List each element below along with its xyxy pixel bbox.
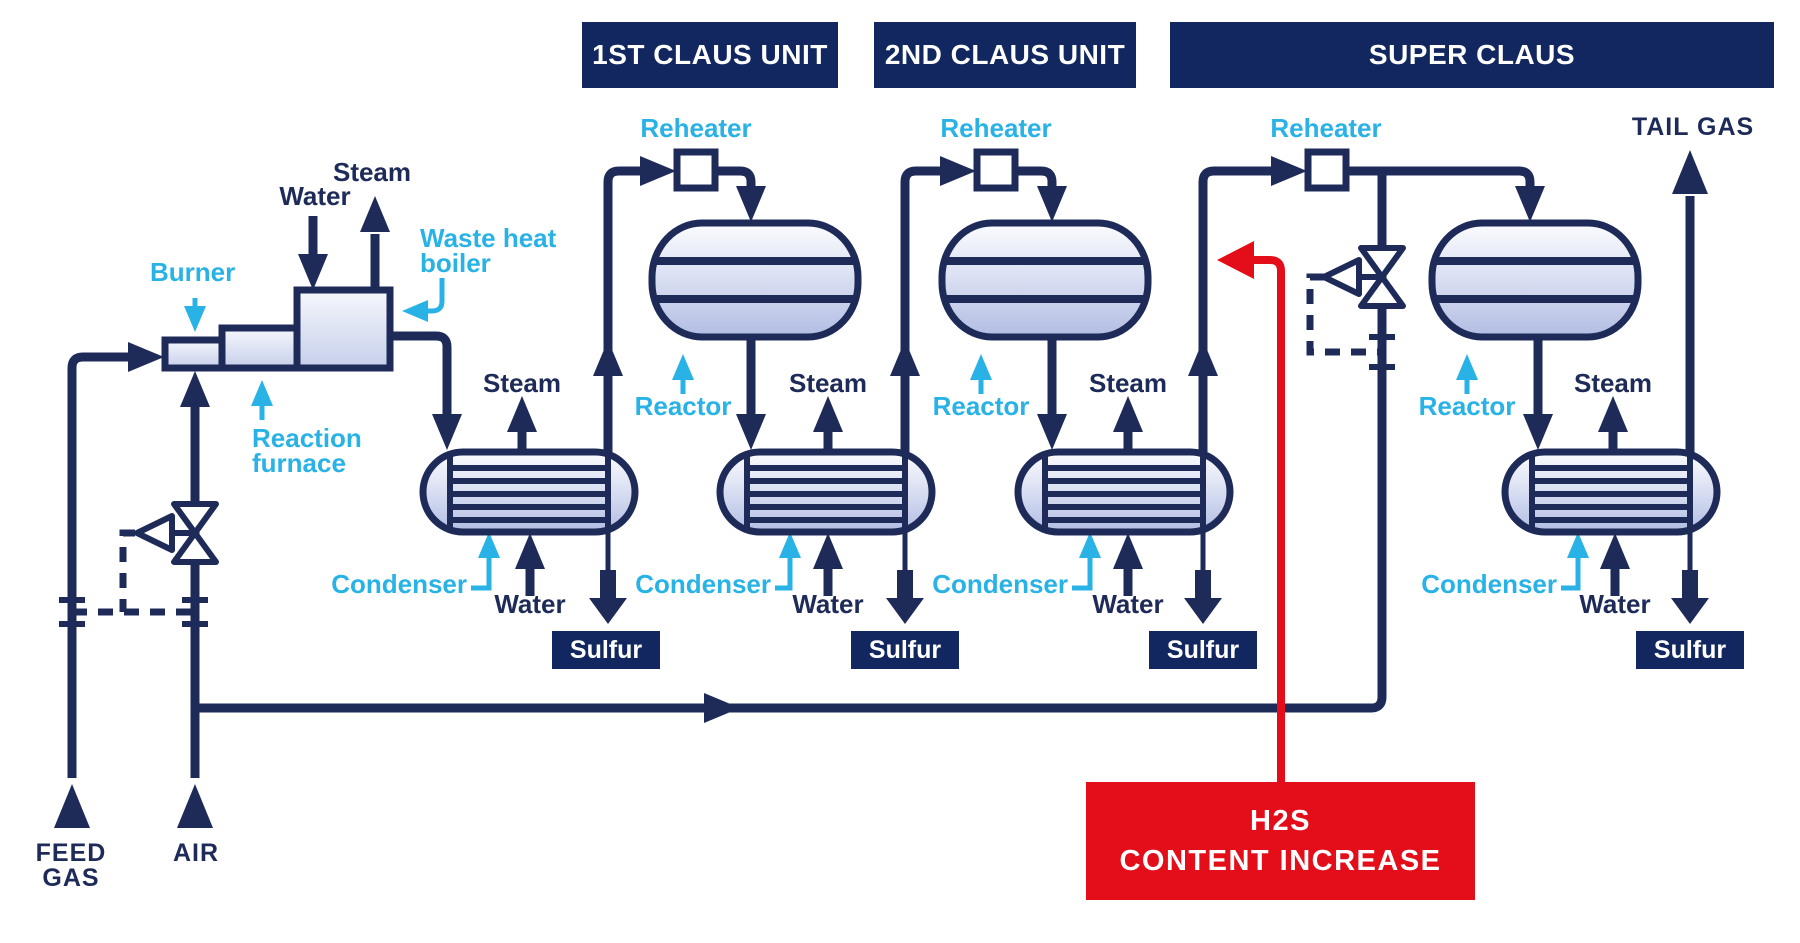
riser3-line xyxy=(1198,166,1272,452)
banner-2nd-claus-unit: 2ND CLAUS UNIT xyxy=(874,22,1136,88)
steam-label-c2: Steam xyxy=(788,368,868,398)
burner-vessel xyxy=(161,336,226,372)
waste-heat-boiler-label-line1: Waste heat xyxy=(420,223,557,253)
condenser-3-drum xyxy=(1018,452,1230,532)
water-label-c4: Water xyxy=(1579,589,1651,619)
feed-gas-line xyxy=(67,352,130,778)
reactor-3-drum xyxy=(1432,223,1638,337)
water-label-c2: Water xyxy=(792,589,864,619)
reactor-1-drum xyxy=(652,223,858,337)
reaction-furnace-label: Reaction furnace xyxy=(252,423,362,478)
burner-label: Burner xyxy=(150,257,236,287)
waste-heat-boiler-vessel xyxy=(293,286,394,372)
boiler-outlet-line xyxy=(390,331,452,416)
reheater2-outlet-line xyxy=(1015,166,1057,188)
reheater3-outlet-line xyxy=(1346,166,1535,188)
reheater-label-3: Reheater xyxy=(1270,113,1382,143)
reaction-furnace-vessel xyxy=(218,324,301,372)
tail-gas-label: TAIL GAS xyxy=(1631,113,1755,141)
reaction-furnace-label-line2: furnace xyxy=(252,448,346,478)
steam-label-c1: Steam xyxy=(482,368,562,398)
air-label: AIR xyxy=(172,839,220,867)
banner-super-claus: SUPER CLAUS xyxy=(1170,22,1774,88)
water-label-c3: Water xyxy=(1092,589,1164,619)
banner-1st-claus-unit: 1ST CLAUS UNIT xyxy=(582,22,838,88)
reactor-label-1: Reactor xyxy=(634,391,732,421)
h2s-content-increase-callout: H2S CONTENT INCREASE xyxy=(1086,782,1475,900)
boiler-water-label: Water xyxy=(279,181,351,211)
h2s-callout-line2: CONTENT INCREASE xyxy=(1119,845,1442,877)
reaction-furnace-label-line1: Reaction xyxy=(252,423,362,453)
reheater-label-1: Reheater xyxy=(640,113,752,143)
reactor-label-2: Reactor xyxy=(932,391,1030,421)
riser1-line xyxy=(603,166,642,452)
condenser-label-1: Condenser xyxy=(331,569,467,599)
reheater-label-2: Reheater xyxy=(940,113,1052,143)
reheater1-outlet-line xyxy=(715,166,756,188)
riser2-line xyxy=(900,166,942,452)
steam-label-c3: Steam xyxy=(1088,368,1168,398)
process-pipes xyxy=(67,166,1695,778)
waste-heat-boiler-label: Waste heat boiler xyxy=(420,223,557,278)
feed-gas-label-line1: FEED xyxy=(35,839,107,867)
sulfur-box-2: Sulfur xyxy=(851,631,959,669)
reactor-label-3: Reactor xyxy=(1418,391,1516,421)
reaction-furnace-assembly xyxy=(161,286,394,372)
boiler-steam-label: Steam xyxy=(332,157,412,187)
condenser-1-drum xyxy=(423,452,635,532)
condenser-2-drum xyxy=(720,452,932,532)
bypass-control-valve xyxy=(1324,248,1403,306)
h2s-increase-pointer xyxy=(1217,241,1285,784)
feed-gas-label-line2: GAS xyxy=(42,864,100,892)
condenser-label-3: Condenser xyxy=(932,569,1068,599)
h2s-callout-line1: H2S xyxy=(1250,805,1311,837)
condenser-label-4: Condenser xyxy=(1421,569,1557,599)
air-control-valve xyxy=(137,504,216,562)
waste-heat-boiler-label-line2: boiler xyxy=(420,248,491,278)
reheater-1-box xyxy=(673,148,719,192)
air-bypass-line xyxy=(195,171,1387,713)
reheater-3-box xyxy=(1304,148,1350,192)
condenser-4-drum xyxy=(1505,452,1717,532)
feed-gas-label: FEED GAS xyxy=(36,841,107,891)
water-label-c1: Water xyxy=(494,589,566,619)
sulfur-box-3: Sulfur xyxy=(1149,631,1257,669)
sulfur-box-1: Sulfur xyxy=(552,631,660,669)
condenser-label-2: Condenser xyxy=(635,569,771,599)
reactor-2-drum xyxy=(942,223,1148,337)
instrument-signal-lines xyxy=(72,273,1382,616)
sulfur-box-4: Sulfur xyxy=(1636,631,1744,669)
callout-pointers xyxy=(192,278,1581,591)
reheater-2-box xyxy=(973,148,1019,192)
steam-label-c4: Steam xyxy=(1573,368,1653,398)
